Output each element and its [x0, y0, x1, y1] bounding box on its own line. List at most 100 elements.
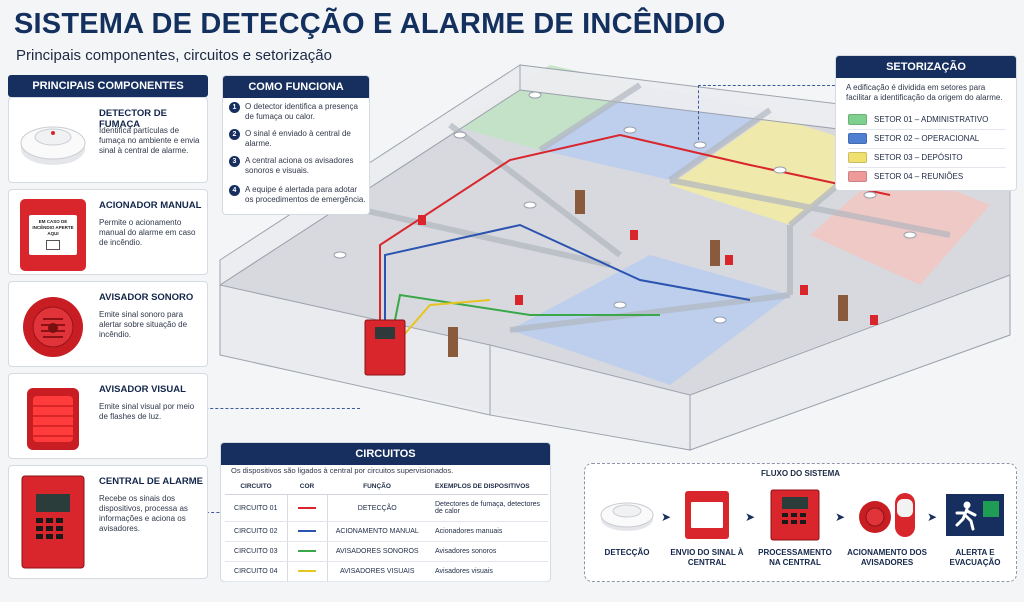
partition-4 [668, 107, 772, 183]
step-text: O sinal é enviado à central de alarme. [245, 129, 351, 148]
connector-line [698, 85, 699, 140]
circuits-note: Os dispositivos são ligados à central po… [231, 466, 454, 475]
flow-step: PROCESSAMENTO NA CENTRAL [755, 488, 835, 568]
component-name: DETECTOR DE FUMAÇA [99, 108, 167, 130]
sector-legend-item: SETOR 03 – DEPÓSITO [848, 152, 963, 163]
circuit-04-wire [394, 299, 491, 346]
detector-marker [528, 91, 542, 99]
component-card-strobe: AVISADOR VISUAL Emite sinal visual por m… [8, 373, 208, 459]
call-point-marker [800, 285, 808, 295]
partition-7 [509, 292, 791, 333]
page-title: SISTEMA DE DETECÇÃO E ALARME DE INCÊNDIO [14, 8, 726, 40]
components-heading: PRINCIPAIS COMPONENTES [8, 75, 208, 97]
step-number: 4 [229, 185, 240, 196]
call-point-text: EM CASO DE INCÊNDIO APERTE AQUI [32, 219, 74, 236]
building-3d-plan [219, 64, 1011, 451]
strobe-icon [15, 380, 91, 458]
flow-step-label: PROCESSAMENTO NA CENTRAL [758, 548, 832, 567]
table-row: CIRCUITO 02 ACIONAMENTO MANUAL Acionador… [225, 521, 548, 542]
call-point-marker [418, 215, 426, 225]
arrow-right-icon: ➤ [661, 510, 672, 524]
door [448, 327, 458, 357]
circuit-cell: CIRCUITO 03 [225, 541, 287, 562]
examples-cell: Acionadores manuais [427, 521, 548, 542]
circuit-cell: CIRCUITO 01 [225, 494, 287, 522]
sector-swatch [848, 171, 867, 182]
detector-marker [333, 251, 347, 259]
color-cell [286, 521, 328, 542]
arrow-right-icon: ➤ [745, 510, 756, 524]
color-cell [286, 494, 328, 522]
sector-label: SETOR 02 – OPERACIONAL [874, 134, 980, 143]
divider [848, 129, 1006, 130]
flow-step: ENVIO DO SINAL À CENTRAL [667, 488, 747, 568]
page-subtitle: Principais componentes, circuitos e seto… [16, 47, 332, 64]
manual-call-point-icon [667, 488, 747, 542]
sector-02-bottom-area [510, 255, 790, 385]
color-cell [286, 561, 328, 582]
step-text: O detector identifica a presença de fuma… [245, 102, 358, 121]
component-name: CENTRAL DE ALARME [99, 476, 203, 487]
detector-marker [453, 131, 467, 139]
detector-marker [613, 301, 627, 309]
function-cell: DETECÇÃO [327, 494, 427, 522]
how-it-works-heading: COMO FUNCIONA [223, 76, 369, 98]
detector-marker [523, 201, 537, 209]
circuit-cell: CIRCUITO 04 [225, 561, 287, 582]
how-step: 2 O sinal é enviado à central de alarme. [229, 129, 367, 149]
door [575, 190, 585, 214]
table-row: CIRCUITO 01 DETECÇÃO Detectores de fumaç… [225, 494, 548, 522]
step-number: 2 [229, 129, 240, 140]
table-header-row: CIRCUITO COR FUNÇÃO EXEMPLOS DE DISPOSIT… [225, 479, 548, 495]
detector-marker [623, 126, 637, 134]
flow-heading: FLUXO DO SISTEMA [760, 469, 841, 478]
circuits-table: CIRCUITO COR FUNÇÃO EXEMPLOS DE DISPOSIT… [225, 479, 548, 582]
smoke-detector-icon [15, 104, 91, 182]
alarm-panel-icon [15, 472, 91, 572]
circuit-color-line [298, 530, 316, 533]
divider [848, 167, 1006, 168]
component-card-siren: AVISADOR SONORO Emite sinal sonoro para … [8, 281, 208, 367]
examples-cell: Detectores de fumaça, detectores de calo… [427, 494, 548, 522]
component-card-smoke-detector: DETECTOR DE FUMAÇA Identifica partículas… [8, 97, 208, 183]
circuits-heading: CIRCUITOS [221, 443, 550, 465]
step-number: 3 [229, 156, 240, 167]
how-step: 1 O detector identifica a presença de fu… [229, 102, 367, 122]
central-panel-screen [375, 327, 395, 339]
flow-step: DETECÇÃO [587, 488, 667, 558]
column-header: FUNÇÃO [327, 479, 427, 495]
components-panel: PRINCIPAIS COMPONENTES DETECTOR DE FUMAÇ… [8, 75, 208, 579]
step-number: 1 [229, 102, 240, 113]
detector-marker [863, 191, 877, 199]
detector-marker [773, 166, 787, 174]
wall-left-back [219, 64, 521, 286]
call-point-marker [630, 230, 638, 240]
component-name: ACIONADOR MANUAL [99, 200, 202, 211]
table-row: CIRCUITO 03 AVISADORES SONOROS Avisadore… [225, 541, 548, 562]
examples-cell: Avisadores sonoros [427, 541, 548, 562]
partition-2 [448, 122, 622, 258]
examples-cell: Avisadores visuais [427, 561, 548, 582]
flow-step: ACIONAMENTO DOS AVISADORES [847, 488, 927, 568]
component-desc: Permite o acionamento manual do alarme e… [99, 218, 196, 247]
step-text: A central aciona os avisadores sonoros e… [245, 156, 354, 175]
sector-legend-item: SETOR 04 – REUNIÕES [848, 171, 963, 182]
sectorization-desc: A edificação é dividida em setores para … [846, 83, 1003, 102]
circuits-panel: CIRCUITOS Os dispositivos são ligados à … [220, 442, 551, 582]
component-desc: Recebe os sinais dos dispositivos, proce… [99, 494, 188, 533]
column-header: CIRCUITO [225, 479, 287, 495]
flow-step: ALERTA E EVACUAÇÃO [935, 488, 1015, 568]
circuit-color-line [298, 570, 316, 573]
connector-line [190, 408, 360, 409]
sectorization-heading: SETORIZAÇÃO [836, 56, 1016, 78]
component-desc: Identifica partículas de fumaça no ambie… [99, 126, 200, 155]
partition-3 [538, 82, 642, 153]
function-cell: AVISADORES VISUAIS [327, 561, 427, 582]
sector-swatch [848, 114, 867, 125]
smoke-detector-icon [587, 488, 667, 542]
detector-marker [693, 141, 707, 149]
sector-label: SETOR 04 – REUNIÕES [874, 172, 964, 181]
circuit-01-wire [379, 133, 891, 345]
how-it-works-panel: COMO FUNCIONA 1 O detector identifica a … [222, 75, 370, 215]
sector-label: SETOR 03 – DEPÓSITO [874, 153, 963, 162]
